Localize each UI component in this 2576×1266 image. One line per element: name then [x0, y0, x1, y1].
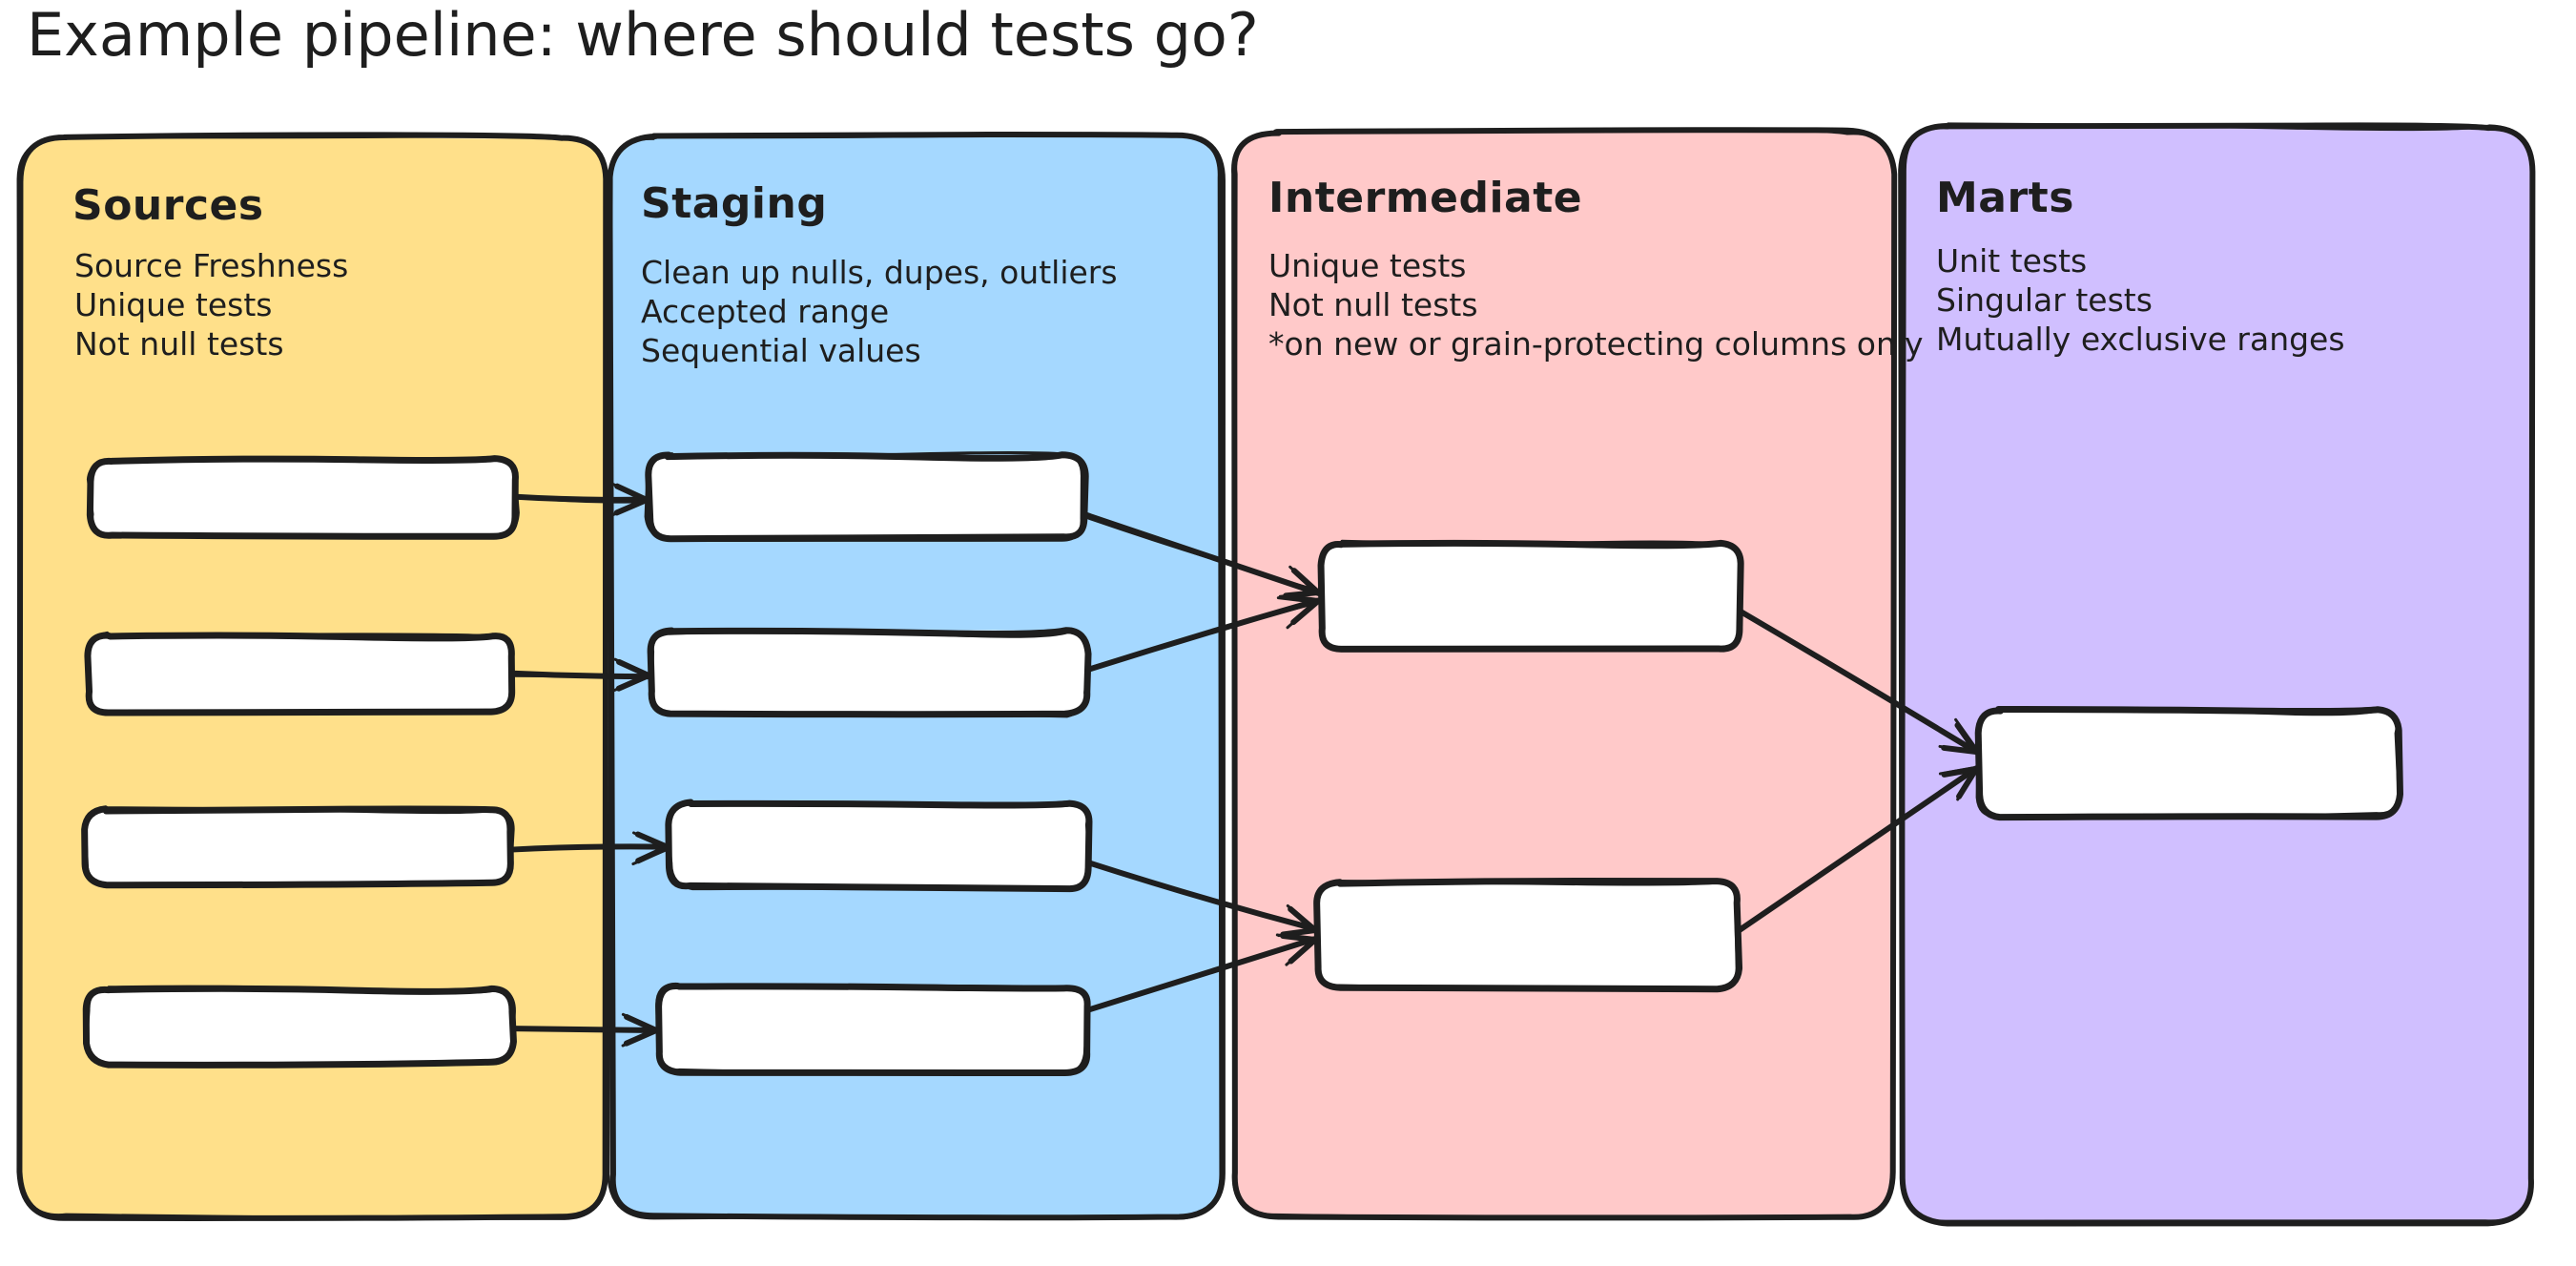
edge-line2-stg-4-int-2 — [1083, 937, 1318, 1014]
node-fill-src-2[interactable] — [87, 634, 514, 713]
node-int-2[interactable] — [1313, 878, 1743, 993]
edges-group — [508, 482, 1980, 1048]
edge-line2-src-1-stg-1 — [512, 495, 649, 504]
edge-line2-int-2-mart-1 — [1735, 767, 1976, 933]
panel-line-intermediate-2: Not null tests — [1268, 286, 1478, 323]
node-fill-stg-4[interactable] — [657, 986, 1088, 1072]
panel-marts — [1898, 122, 2536, 1228]
node-outline2-stg-4[interactable] — [655, 983, 1091, 1076]
edge-line2-src-4-stg-4 — [510, 1027, 658, 1031]
page-title: Example pipeline: where should tests go? — [27, 0, 1259, 70]
node-src-1[interactable] — [86, 455, 520, 540]
panel-heading-marts: Marts — [1936, 174, 2074, 222]
node-mart-1[interactable] — [1974, 706, 2403, 821]
node-outline2-src-3[interactable] — [84, 805, 515, 886]
panel-heading-sources: Sources — [72, 181, 264, 230]
panel-fill-marts — [1901, 125, 2533, 1224]
panel-outline2-sources — [16, 135, 608, 1220]
node-outline2-int-2[interactable] — [1315, 879, 1739, 992]
node-fill-stg-1[interactable] — [648, 455, 1084, 538]
node-src-2[interactable] — [84, 631, 516, 716]
edge-line2-int-1-mart-1 — [1738, 607, 1980, 756]
edge-stg-1-to-int-1 — [1082, 511, 1322, 599]
panel-heading-staging: Staging — [641, 179, 827, 228]
node-outline2-stg-3[interactable] — [666, 799, 1092, 892]
node-fill-int-2[interactable] — [1317, 881, 1739, 988]
node-int-1[interactable] — [1317, 539, 1744, 653]
panel-line-staging-2: Accepted range — [641, 293, 889, 330]
node-outline2-stg-1[interactable] — [644, 450, 1083, 543]
node-outline2-stg-2[interactable] — [649, 629, 1092, 718]
panel-line-marts-3: Mutually exclusive ranges — [1936, 321, 2345, 358]
nodes-group — [81, 450, 2403, 1077]
edge-line2-stg-2-int-1 — [1084, 601, 1320, 671]
edge-arrowhead2-icon-stg-2-int-1 — [1276, 596, 1318, 630]
node-outline2-mart-1[interactable] — [1975, 707, 2401, 819]
node-src-3[interactable] — [81, 805, 515, 889]
panel-line-sources-3: Not null tests — [74, 325, 284, 363]
edge-stg-2-to-int-1 — [1084, 593, 1321, 674]
edge-line2-stg-1-int-1 — [1082, 515, 1321, 592]
node-outline2-src-1[interactable] — [86, 457, 520, 538]
node-stg-1[interactable] — [644, 450, 1089, 543]
node-fill-int-1[interactable] — [1320, 543, 1741, 650]
panel-outline2-staging — [607, 132, 1223, 1220]
panel-line-intermediate-3: *on new or grain-protecting columns only — [1268, 325, 1924, 363]
node-fill-mart-1[interactable] — [1978, 710, 2400, 817]
panel-line-staging-1: Clean up nulls, dupes, outliers — [641, 254, 1118, 291]
node-stg-2[interactable] — [647, 627, 1092, 718]
edge-line2-src-3-stg-3 — [510, 846, 670, 851]
panel-line-marts-2: Singular tests — [1936, 281, 2153, 319]
node-fill-src-1[interactable] — [90, 459, 517, 537]
node-fill-stg-2[interactable] — [649, 630, 1088, 715]
panel-line-intermediate-1: Unique tests — [1268, 247, 1466, 284]
panel-line-sources-1: Source Freshness — [74, 247, 348, 284]
panel-line-marts-1: Unit tests — [1936, 242, 2087, 280]
node-stg-4[interactable] — [655, 982, 1091, 1077]
node-fill-src-3[interactable] — [85, 809, 512, 885]
panel-outline2-marts — [1901, 122, 2535, 1223]
node-outline2-int-1[interactable] — [1319, 539, 1742, 652]
panel-line-staging-3: Sequential values — [641, 332, 921, 369]
node-fill-src-4[interactable] — [87, 988, 513, 1065]
edge-line2-stg-3-int-2 — [1089, 861, 1315, 930]
node-src-4[interactable] — [82, 985, 517, 1069]
panel-line-sources-2: Unique tests — [74, 286, 272, 323]
node-fill-stg-3[interactable] — [669, 802, 1090, 888]
node-outline2-src-4[interactable] — [85, 985, 516, 1068]
node-outline2-src-2[interactable] — [87, 631, 515, 715]
node-stg-3[interactable] — [665, 799, 1093, 893]
panel-outline2-intermediate — [1231, 128, 1896, 1220]
panel-heading-intermediate: Intermediate — [1268, 174, 1582, 222]
